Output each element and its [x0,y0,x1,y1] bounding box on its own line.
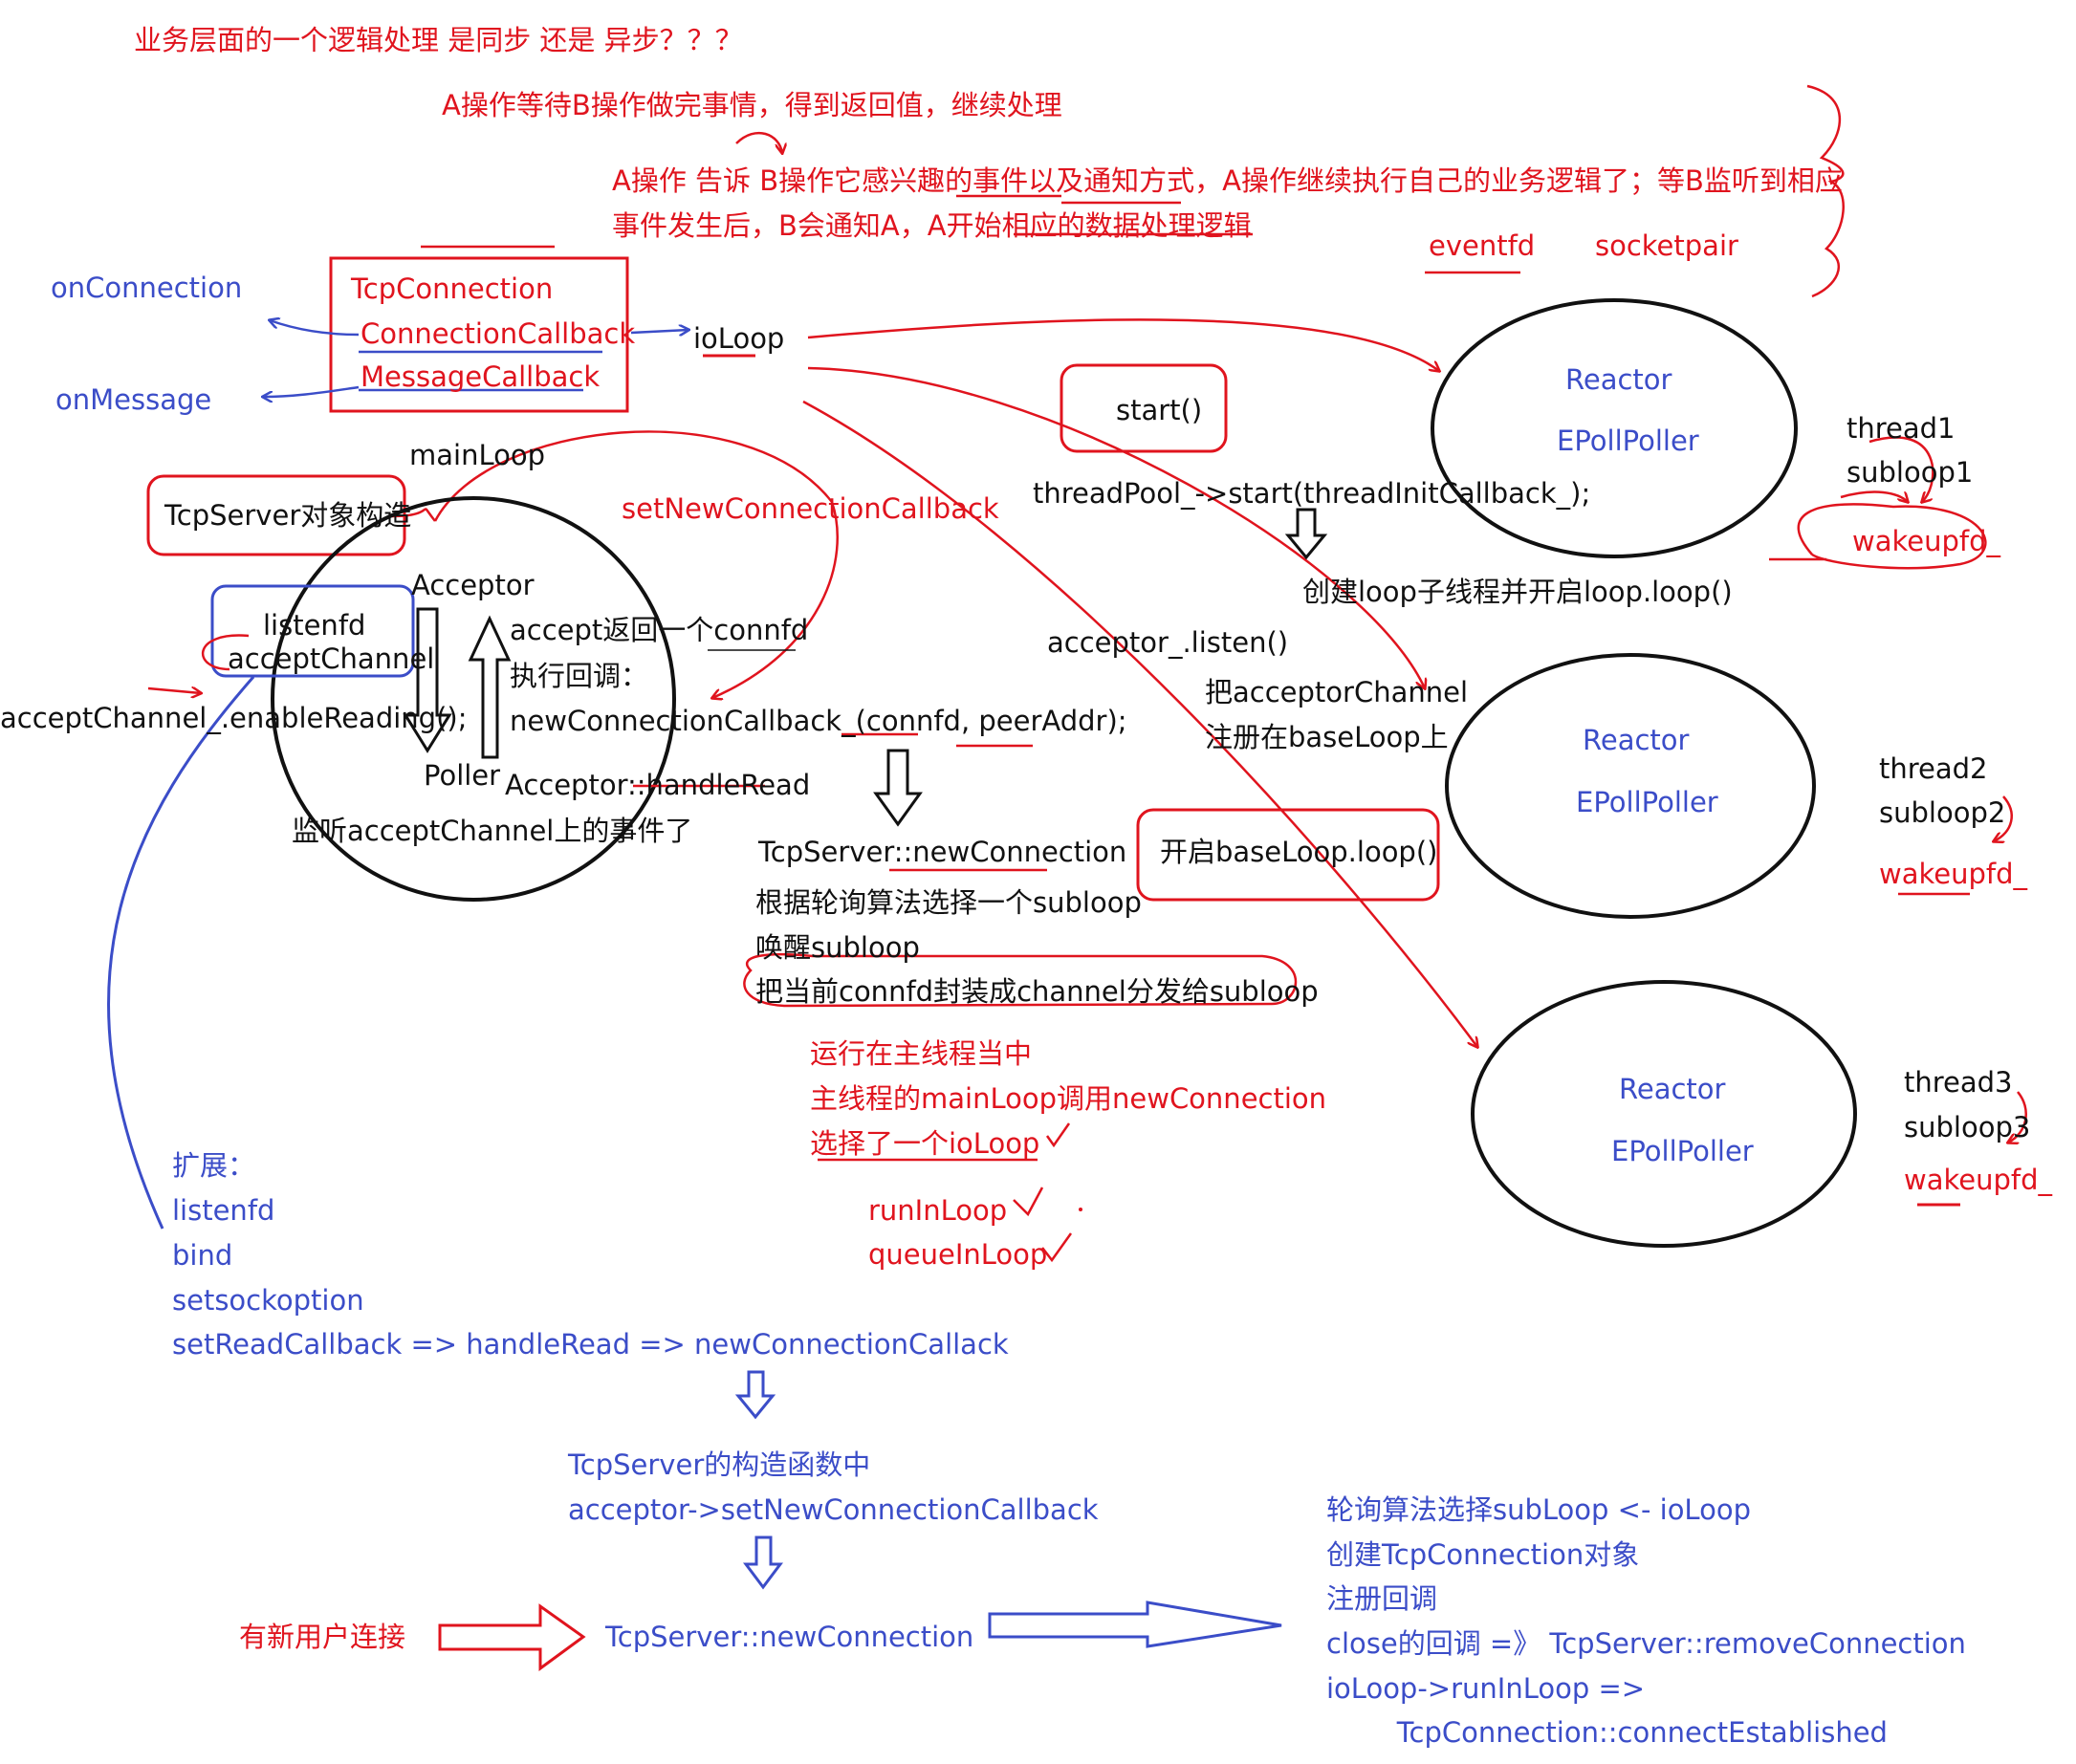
enable-reading-label: acceptChannel_.enableReading(); [0,702,468,734]
tcpserver-ctor-label: TcpServer对象构造 [164,499,412,532]
new-connection-step-2: 唤醒subloop [755,931,920,964]
eventfd-label: eventfd [1429,229,1536,262]
subloop2-label: subloop2 [1879,796,2006,829]
extension-item-bind: bind [172,1239,233,1272]
create-loop-thread-label: 创建loop子线程并开启loop.loop() [1302,576,1733,608]
wakeupfd-1-label: wakeupfd_ [1852,525,2000,557]
ctor-section-line1: TcpServer的构造函数中 [568,1448,871,1481]
new-connection-title: TcpServer::newConnection [758,836,1127,868]
wakeupfd-3-label: wakeupfd_ [1904,1164,2052,1196]
accept-returns-connfd: accept返回一个connfd [510,614,809,646]
acceptor-handle-read-label: Acceptor::handleRead [505,769,811,801]
on-connection-label: onConnection [51,272,243,304]
socketpair-label: socketpair [1595,229,1738,262]
tcpconnection-title: TcpConnection [351,272,554,305]
bottom-step-5: ioLoop->runInLoop => [1326,1672,1646,1705]
ioloop-label: ioLoop [693,322,785,355]
accept-channel-label: acceptChannel [228,642,435,675]
reactor-2-poller: EPollPoller [1576,786,1718,818]
listen-accept-channel-events: 监听acceptChannel上的事件了 [292,815,693,847]
sync-description: A操作等待B操作做完事情，得到返回值，继续处理 [442,89,1062,121]
reactor-3-poller: EPollPoller [1611,1135,1754,1167]
poller-label: Poller [424,759,501,792]
reactor-ellipse-3 [1471,980,1857,1248]
bottom-step-1: 轮询算法选择subLoop <- ioLoop [1326,1493,1751,1526]
new-connection-step-3: 把当前connfd封装成channel分发给subloop [755,975,1319,1008]
async-description-line1: A操作 告诉 B操作它感兴趣的事件以及通知方式，A操作继续执行自己的业务逻辑了；… [612,164,1843,197]
register-acceptor-channel-line1: 把acceptorChannel [1205,676,1469,708]
run-in-loop-label: runInLoop [868,1194,1008,1227]
reactor-ellipse-1 [1431,298,1798,558]
thread2-label: thread2 [1879,752,1988,785]
bottom-step-6: TcpConnection::connectEstablished [1326,1716,1888,1749]
queue-in-loop-label: queueInLoop [868,1238,1048,1271]
reactor-1-label: Reactor [1565,363,1672,396]
mainloop-circle [271,496,676,902]
thread3-label: thread3 [1904,1066,2013,1099]
run-in-main-thread: 运行在主线程当中 [810,1037,1033,1070]
reactor-1-poller: EPollPoller [1557,425,1699,457]
open-baseloop-box [1136,808,1440,902]
async-description-line2: 事件发生后，B会通知A，A开始相应的数据处理逻辑 [612,209,1252,242]
reactor-ellipse-2 [1445,653,1816,919]
extension-title: 扩展： [172,1149,256,1182]
subloop1-label: subloop1 [1847,456,1974,489]
choose-ioloop: 选择了一个ioLoop [810,1127,1040,1160]
main-loop-call-new-connection: 主线程的mainLoop调用newConnection [810,1082,1327,1115]
ctor-section-line2: acceptor->setNewConnectionCallback [568,1493,1099,1526]
acceptor-listen-label: acceptor_.listen() [1047,626,1289,659]
start-box [1060,363,1228,453]
register-acceptor-channel-line2: 注册在baseLoop上 [1205,721,1449,753]
open-baseloop-label: 开启baseLoop.loop() [1160,836,1438,868]
reactor-3-label: Reactor [1619,1073,1726,1105]
on-message-label: onMessage [55,383,212,416]
new-connection-step-1: 根据轮询算法选择一个subloop [755,886,1142,919]
connection-callback-label: ConnectionCallback [361,317,636,350]
wakeupfd-2-label: wakeupfd_ [1879,858,2027,890]
new-connection-callback-call: newConnectionCallback_(connfd, peerAddr)… [510,705,1127,737]
bottom-new-connection-label: TcpServer::newConnection [605,1621,974,1653]
thread-pool-start-label: threadPool_->start(threadInitCallback_); [1033,477,1591,510]
subloop3-label: subloop3 [1904,1111,2031,1143]
bottom-step-3: 注册回调 [1326,1582,1438,1615]
curly-brace [1806,84,1845,298]
message-callback-label: MessageCallback [361,360,601,393]
extension-item-set-read-callback: setReadCallback => handleRead => newConn… [172,1328,1009,1361]
acceptor-label: Acceptor [411,569,535,601]
listenfd-label: listenfd [263,609,366,642]
sync-async-question: 业务层面的一个逻辑处理 是同步 还是 异步？？？ [134,24,743,56]
bottom-step-4: close的回调 =》 TcpServer::removeConnection [1326,1627,1966,1660]
mainloop-label: mainLoop [409,439,545,471]
extension-item-setsockoption: setsockoption [172,1284,364,1317]
reactor-2-label: Reactor [1583,724,1690,756]
new-user-connection-label: 有新用户连接 [239,1621,406,1653]
extension-item-listenfd: listenfd [172,1194,275,1227]
tcpconnection-box [329,256,629,413]
bottom-step-2: 创建TcpConnection对象 [1326,1538,1640,1571]
start-label: start() [1116,394,1203,426]
set-new-connection-callback-label: setNewConnectionCallback [622,492,999,525]
listenfd-box [210,584,415,678]
execute-callback-label: 执行回调： [510,660,649,692]
thread1-label: thread1 [1847,412,1956,445]
